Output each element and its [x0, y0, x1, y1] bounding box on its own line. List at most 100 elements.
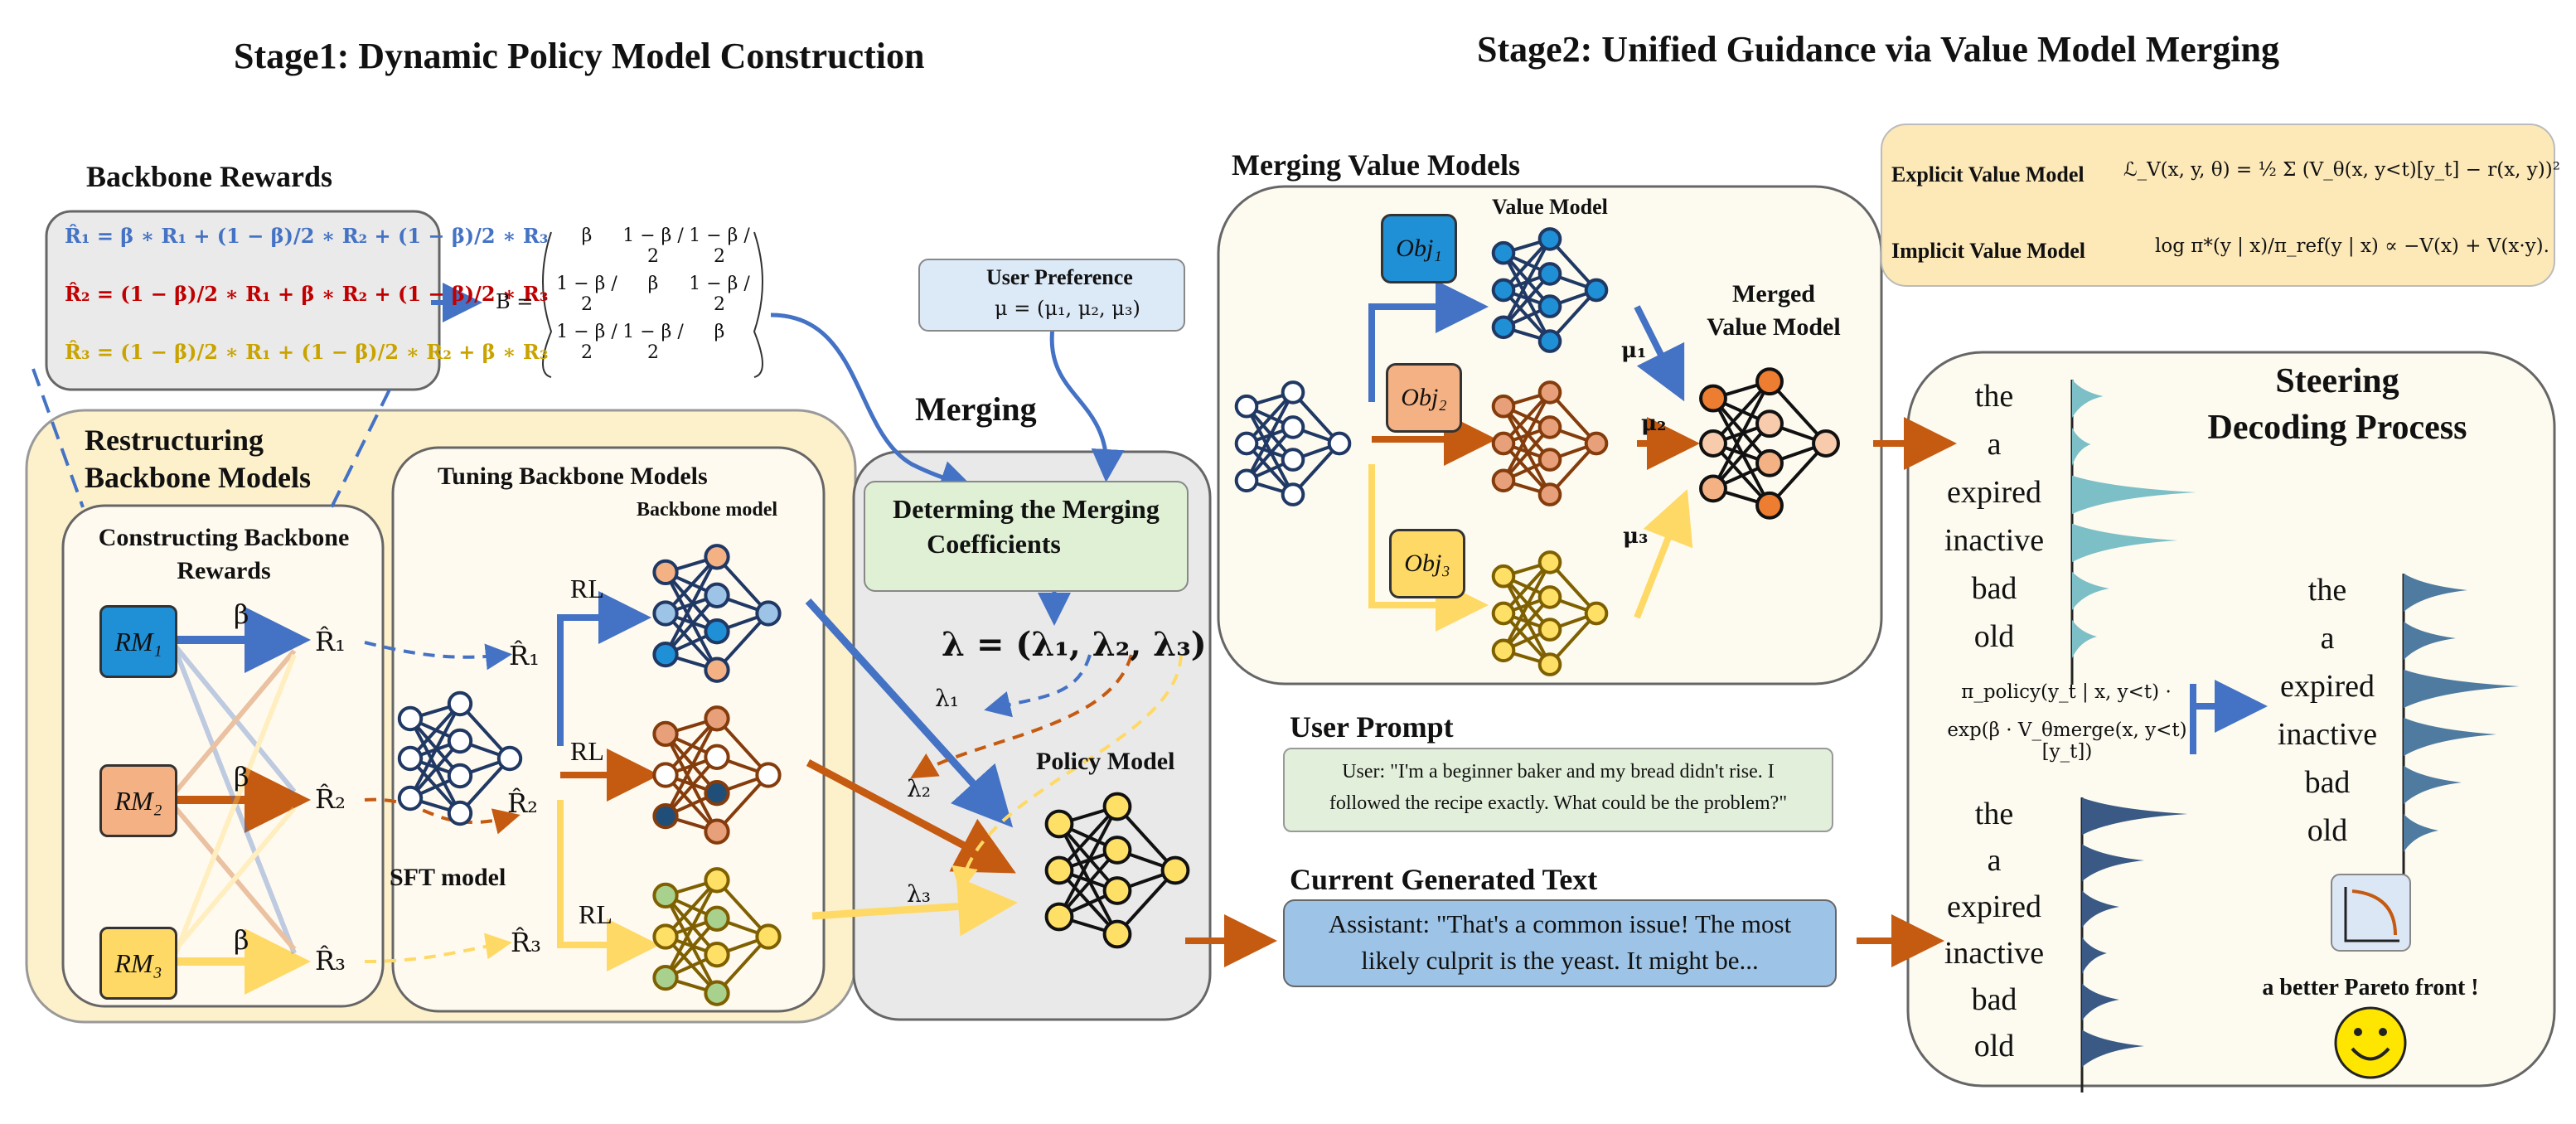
- reward-eq-2: R̂₂ = (1 − β)/2 ∗ R₁ + β ∗ R₂ + (1 − β)/…: [65, 282, 549, 306]
- value-network-3: [1491, 550, 1609, 676]
- value-network-2: [1491, 380, 1609, 506]
- rl-arrow-1: [557, 591, 651, 746]
- value-formula-box: [1881, 124, 2555, 287]
- backbone1-to-policy-arrow: [805, 598, 1014, 828]
- distribution-peak: [2072, 379, 2104, 419]
- distribution-peak: [2072, 475, 2196, 515]
- network-graphs: [397, 227, 1840, 1006]
- mu-3: μ₃: [1623, 524, 1649, 549]
- steering-word: inactive: [1944, 523, 2045, 558]
- steering-word: expired: [2280, 669, 2375, 704]
- distribution-peak: [2404, 573, 2467, 613]
- matrix-cell: 1 − β / 2: [556, 322, 617, 363]
- steering-heading-2: Decoding Process: [2207, 409, 2467, 447]
- steering-word: inactive: [2277, 717, 2378, 752]
- backbone-network-2: [652, 705, 782, 845]
- user-prompt-box: User: "I'm a beginner baker and my bread…: [1283, 748, 1833, 832]
- distribution-peak: [2404, 621, 2456, 661]
- pref-to-merging-arrow: [1049, 327, 1125, 482]
- matrix-cell: 1 − β / 2: [622, 225, 684, 267]
- steering-word: old: [1973, 1029, 2015, 1063]
- user-preference-mu: μ = (μ₁, μ₂, μ₃): [995, 297, 1140, 320]
- matrix-to-merging-arrow: [770, 312, 974, 493]
- matrix-label: B =: [496, 290, 534, 313]
- backbone2-to-policy-arrow: [806, 759, 1016, 874]
- steering-word: the: [1974, 379, 2014, 414]
- distribution-plots: [2070, 379, 2520, 1093]
- sft-network: [397, 690, 523, 826]
- pareto-front-icon: [2331, 874, 2411, 952]
- lambda-vector: λ = (λ₁, λ₂, λ₃): [942, 625, 1207, 664]
- merged-value-network: [1699, 367, 1840, 520]
- rl-label-1: RL: [570, 574, 604, 603]
- dashed-connector-right: [330, 389, 391, 508]
- matrix-right-bracket: [753, 231, 763, 378]
- stage1-title: Stage1: Dynamic Policy Model Constructio…: [234, 36, 925, 76]
- beta-3: β: [234, 924, 249, 956]
- steering-formula-1: π_policy(y_t | x, y<t) ·: [1961, 681, 2172, 703]
- tuning-heading: Tuning Backbone Models: [438, 463, 708, 490]
- matrix-cell: β: [581, 225, 593, 246]
- base-value-network: [1234, 380, 1352, 506]
- distribution-peak: [2404, 765, 2462, 805]
- implicit-formula: log π*(y | x)/π_ref(y | x) ∝ −V(x) + V(x…: [2155, 235, 2549, 257]
- steering-word: bad: [1971, 982, 2017, 1017]
- user-prompt-heading: User Prompt: [1290, 710, 1454, 744]
- distribution-peak: [2404, 813, 2438, 853]
- steering-word: a: [1987, 843, 2002, 878]
- backbone-rewards-heading: Backbone Rewards: [86, 160, 333, 193]
- r1-dashed-arrow: [364, 641, 512, 671]
- merging-heading: Merging: [915, 390, 1037, 428]
- assistant-line-1: Assistant: "That's a common issue! The m…: [1328, 909, 1792, 938]
- rm3-box: RM₃: [99, 927, 177, 1000]
- rhat-2-tuned: R̂₂: [507, 787, 538, 819]
- steering-word: a: [2320, 621, 2335, 656]
- rhat-2: R̂₂: [315, 783, 346, 815]
- policy-network: [1044, 792, 1190, 949]
- rm1-box: RM₁: [99, 605, 177, 678]
- steering-word: the: [1974, 797, 2014, 831]
- backbone-network-3: [652, 867, 782, 1006]
- steering-word: expired: [1947, 475, 2041, 510]
- matrix-left-bracket: [542, 231, 553, 378]
- lambda2-dashed: [910, 654, 1133, 779]
- distribution-peak: [2072, 619, 2097, 659]
- distribution-peak: [2082, 983, 2119, 1021]
- assistant-line-2: likely culprit is the yeast. It might be…: [1361, 946, 1759, 975]
- user-preference-box: User Preference μ = (μ₁, μ₂, μ₃): [918, 259, 1185, 332]
- beta-1: β: [234, 598, 249, 630]
- rl-arrow-3: [557, 800, 660, 971]
- constructing-heading-1: Constructing Backbone: [98, 524, 350, 551]
- distribution-peak: [2072, 523, 2178, 563]
- matrix-cell: 1 − β / 2: [556, 274, 617, 315]
- dashed-connector-left: [31, 368, 85, 508]
- policy-model-label: Policy Model: [1036, 748, 1175, 775]
- lambda-2: λ₂: [907, 775, 931, 802]
- smiley-face-icon: [2334, 1006, 2407, 1079]
- matrix-cell: 1 − β / 2: [689, 274, 750, 315]
- steering-word: the: [2307, 573, 2347, 608]
- val-arrow-1: [1368, 280, 1489, 402]
- user-preference-title: User Preference: [986, 265, 1133, 289]
- constructing-heading-2: Rewards: [177, 557, 271, 584]
- distribution-peak: [2404, 717, 2496, 757]
- explicit-label: Explicit Value Model: [1891, 162, 2085, 187]
- distribution-peak: [2082, 1030, 2144, 1068]
- backbone-model-label: Backbone model: [637, 499, 778, 521]
- backbone-network-1: [652, 544, 782, 683]
- mu-1: μ₁: [1621, 338, 1647, 363]
- distribution-peak: [2072, 427, 2091, 467]
- value-network-1: [1491, 227, 1609, 353]
- distribution-top: [2070, 379, 2196, 685]
- implicit-label: Implicit Value Model: [1891, 239, 2086, 263]
- val-arrow-3: [1368, 464, 1489, 632]
- pareto-text: a better Pareto front !: [2262, 975, 2479, 1000]
- distribution-bottom: [2080, 797, 2188, 1093]
- distribution-peak: [2072, 571, 2109, 611]
- restructuring-heading-2: Backbone Models: [85, 461, 312, 494]
- matrix-cell: β: [714, 322, 725, 342]
- value-model-label: Value Model: [1492, 195, 1608, 219]
- r3-dashed-arrow: [364, 933, 512, 963]
- steering-word: inactive: [1944, 936, 2045, 971]
